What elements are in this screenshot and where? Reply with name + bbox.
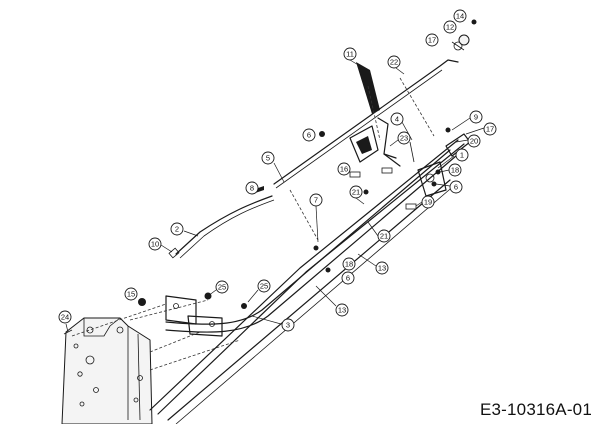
lever-arm bbox=[377, 117, 415, 174]
svg-text:6: 6 bbox=[346, 274, 350, 283]
svg-text:22: 22 bbox=[390, 58, 398, 67]
callout-7: 7 bbox=[309, 193, 323, 207]
svg-text:23: 23 bbox=[400, 134, 408, 143]
callout-11: 11 bbox=[343, 47, 357, 61]
callout-12: 12 bbox=[443, 20, 457, 34]
svg-text:1: 1 bbox=[460, 151, 464, 160]
svg-text:17: 17 bbox=[428, 36, 436, 45]
callout-25-right: 25 bbox=[257, 279, 271, 293]
lower-cable bbox=[168, 195, 275, 259]
svg-text:2: 2 bbox=[175, 225, 179, 234]
svg-text:6: 6 bbox=[307, 131, 311, 140]
callout-14: 14 bbox=[453, 9, 467, 23]
svg-text:5: 5 bbox=[266, 154, 270, 163]
svg-text:25: 25 bbox=[218, 283, 226, 292]
svg-text:8: 8 bbox=[250, 184, 254, 193]
svg-text:4: 4 bbox=[395, 115, 399, 124]
svg-text:21: 21 bbox=[380, 232, 388, 241]
callout-8: 8 bbox=[245, 181, 259, 195]
callout-6-lower: 6 bbox=[341, 271, 355, 285]
callout-18-right: 18 bbox=[448, 163, 462, 177]
callout-19: 19 bbox=[421, 195, 435, 209]
svg-text:13: 13 bbox=[378, 264, 386, 273]
svg-text:14: 14 bbox=[456, 12, 464, 21]
callout-6-right: 6 bbox=[449, 180, 463, 194]
callout-20: 20 bbox=[467, 134, 481, 148]
svg-text:13: 13 bbox=[338, 306, 346, 315]
svg-text:10: 10 bbox=[151, 240, 159, 249]
svg-text:21: 21 bbox=[352, 188, 360, 197]
callout-5: 5 bbox=[261, 151, 275, 165]
callout-16: 16 bbox=[337, 162, 351, 176]
callouts: 1 2 3 4 5 6 6 6 7 8 9 10 11 12 bbox=[58, 9, 497, 333]
svg-text:16: 16 bbox=[340, 165, 348, 174]
callout-17-top: 17 bbox=[425, 33, 439, 47]
callout-2: 2 bbox=[170, 222, 184, 236]
svg-text:18: 18 bbox=[451, 166, 459, 175]
callout-23: 23 bbox=[397, 131, 411, 145]
svg-text:24: 24 bbox=[61, 313, 69, 322]
svg-text:11: 11 bbox=[346, 50, 354, 59]
lever-grip bbox=[356, 62, 381, 141]
callout-15: 15 bbox=[124, 287, 138, 301]
callout-24: 24 bbox=[58, 310, 72, 324]
control-rod bbox=[273, 41, 465, 189]
callout-25-left: 25 bbox=[215, 280, 229, 294]
callout-13-upper: 13 bbox=[375, 261, 389, 275]
svg-text:17: 17 bbox=[486, 125, 494, 134]
callout-21-upper: 21 bbox=[349, 185, 363, 199]
svg-text:3: 3 bbox=[286, 321, 290, 330]
svg-text:15: 15 bbox=[127, 290, 135, 299]
callout-21-lower: 21 bbox=[377, 229, 391, 243]
callout-18-lower: 18 bbox=[342, 257, 356, 271]
lever-bracket bbox=[349, 125, 379, 178]
drawing-number: E3-10316A-01 bbox=[479, 400, 592, 419]
svg-text:18: 18 bbox=[345, 260, 353, 269]
callout-10: 10 bbox=[148, 237, 162, 251]
callout-6-upper: 6 bbox=[302, 128, 316, 142]
end-mechanism bbox=[405, 161, 447, 210]
svg-text:25: 25 bbox=[260, 282, 268, 291]
callout-4: 4 bbox=[390, 112, 404, 126]
callout-13-lower: 13 bbox=[335, 303, 349, 317]
svg-text:7: 7 bbox=[314, 196, 318, 205]
svg-text:9: 9 bbox=[474, 113, 478, 122]
callout-1: 1 bbox=[455, 148, 469, 162]
callout-9: 9 bbox=[469, 110, 483, 124]
frame-plate bbox=[61, 317, 153, 424]
svg-text:19: 19 bbox=[424, 198, 432, 207]
svg-text:20: 20 bbox=[470, 137, 478, 146]
callout-17-right: 17 bbox=[483, 122, 497, 136]
svg-text:12: 12 bbox=[446, 23, 454, 32]
svg-text:6: 6 bbox=[454, 183, 458, 192]
callout-3: 3 bbox=[281, 318, 295, 332]
handle-tube bbox=[149, 133, 471, 424]
callout-22: 22 bbox=[387, 55, 401, 69]
